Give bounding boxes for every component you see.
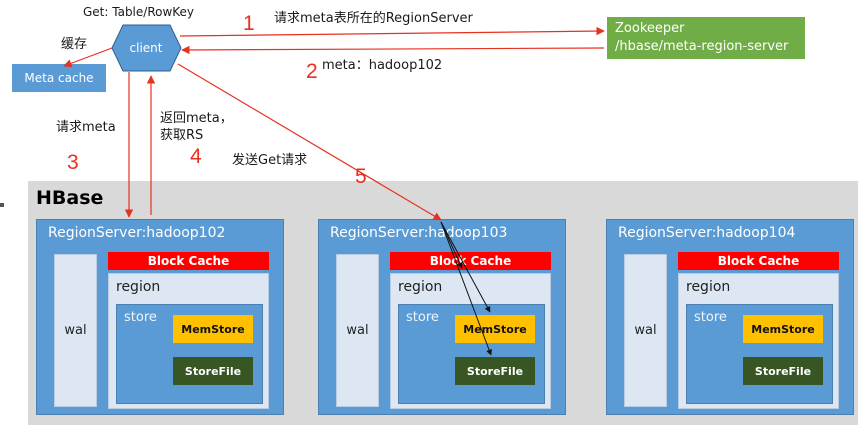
- hbase-title: HBase: [36, 187, 104, 209]
- region-server-hadoop102: RegionServer:hadoop102 wal Block Cache r…: [36, 219, 284, 415]
- client-label: client: [130, 41, 163, 55]
- step5-number: 5: [355, 165, 367, 188]
- bullet-marker: [0, 203, 4, 207]
- region-label: region: [686, 279, 731, 295]
- arrow-internal-block-cache: [440, 221, 463, 269]
- cache-label: 缓存: [61, 37, 88, 52]
- region-label: region: [398, 279, 443, 295]
- step2-number: 2: [306, 60, 318, 83]
- storefile-box: StoreFile: [455, 357, 535, 385]
- arrow-request-meta-location: [179, 26, 605, 37]
- step1-number: 1: [243, 12, 255, 35]
- zookeeper-title: Zookeeper: [615, 21, 685, 36]
- wal-box: wal: [336, 254, 379, 407]
- memstore-box: MemStore: [455, 315, 535, 343]
- block-cache: Block Cache: [678, 252, 839, 270]
- region-box: region store MemStore StoreFile: [390, 273, 551, 409]
- region-box: region store MemStore StoreFile: [108, 273, 269, 409]
- store-box: store MemStore StoreFile: [686, 304, 833, 404]
- meta-cache-box: Meta cache: [12, 64, 106, 92]
- store-box: store MemStore StoreFile: [398, 304, 545, 404]
- block-cache: Block Cache: [390, 252, 551, 270]
- storefile-box: StoreFile: [743, 357, 823, 385]
- memstore-box: MemStore: [173, 315, 253, 343]
- region-server-hadoop103: RegionServer:hadoop103 wal Block Cache r…: [318, 219, 566, 415]
- step3-label: 请求meta: [56, 120, 116, 135]
- storefile-box: StoreFile: [173, 357, 253, 385]
- wal-box: wal: [54, 254, 97, 407]
- arrow-meta-location-reply: [181, 45, 605, 55]
- arrow-internal-memstore: [440, 221, 491, 313]
- step4-label-line2: 获取RS: [160, 128, 204, 143]
- store-label: store: [406, 310, 439, 325]
- zookeeper-path: /hbase/meta-region-server: [615, 39, 789, 54]
- arrow-send-get: [177, 63, 442, 221]
- step5-label: 发送Get请求: [232, 153, 308, 168]
- region-server-name: RegionServer:hadoop103: [330, 225, 508, 241]
- region-label: region: [116, 279, 161, 295]
- wal-box: wal: [624, 254, 667, 407]
- get-request-label: Get: Table/RowKey: [83, 5, 195, 19]
- step4-label-line1: 返回meta，: [160, 111, 233, 126]
- arrow-internal-storefile: [440, 221, 492, 356]
- store-box: store MemStore StoreFile: [116, 304, 263, 404]
- store-label: store: [694, 310, 727, 325]
- client-node: [111, 24, 182, 72]
- region-box: region store MemStore StoreFile: [678, 273, 839, 409]
- store-label: store: [124, 310, 157, 325]
- step1-label: 请求meta表所在的RegionServer: [274, 11, 473, 26]
- memstore-box: MemStore: [743, 315, 823, 343]
- step4-number: 4: [190, 145, 202, 168]
- block-cache: Block Cache: [108, 252, 269, 270]
- zookeeper-box: Zookeeper /hbase/meta-region-server: [607, 17, 805, 59]
- region-server-name: RegionServer:hadoop104: [618, 225, 796, 241]
- step2-label: meta：hadoop102: [322, 58, 443, 73]
- step3-number: 3: [67, 151, 79, 174]
- arrow-cache: [63, 47, 113, 68]
- region-server-name: RegionServer:hadoop102: [48, 225, 226, 241]
- region-server-hadoop104: RegionServer:hadoop104 wal Block Cache r…: [606, 219, 854, 415]
